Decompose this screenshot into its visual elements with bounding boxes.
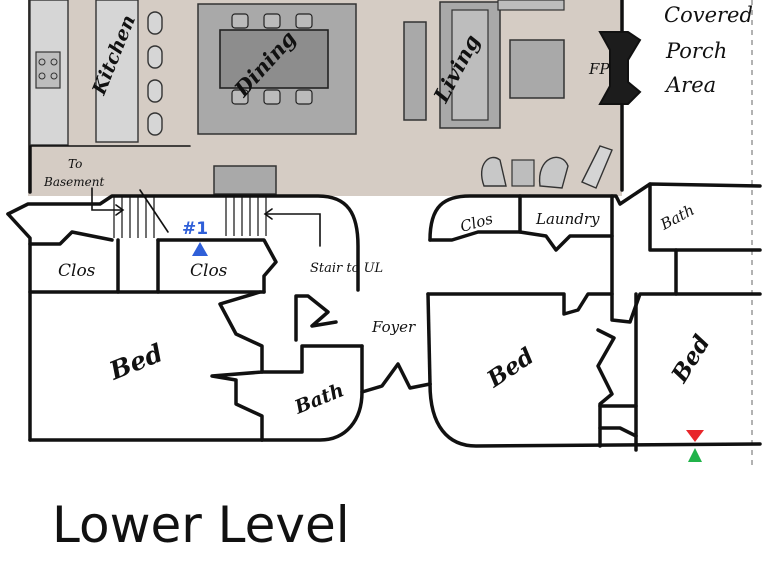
label-porch-line3: Area: [664, 73, 716, 97]
wall-right-closet-low: [598, 404, 638, 438]
viewpoint-label: #1: [182, 219, 208, 239]
wall-bed-left-right: [210, 290, 264, 442]
wall-right-wing-bottom: [428, 382, 762, 448]
viewpoint-marker-green: [688, 448, 702, 462]
stair-landing: [213, 165, 277, 195]
coffee-table: [509, 39, 565, 99]
dining-table: [219, 29, 329, 89]
dining-chair: [295, 13, 313, 29]
room-label-bed-center: Bed: [481, 343, 539, 394]
viewpoint-marker-blue: [192, 242, 208, 256]
bar-stool: [147, 45, 163, 69]
stove-burner: [50, 72, 58, 80]
wall-right-mid: [426, 292, 614, 316]
wall-foyer-left: [360, 362, 432, 394]
label-foyer: Foyer: [371, 318, 416, 336]
room-label-closet-center: Clos: [190, 261, 228, 281]
label-to-basement-line1: To: [68, 157, 82, 171]
wall-right-closets: [428, 194, 522, 242]
stove-burner: [38, 58, 46, 66]
fireplace-hearth: [598, 31, 642, 105]
bar-stool: [147, 79, 163, 103]
level-title: Lower Level: [52, 496, 350, 554]
wall-bath-closet: [294, 294, 338, 342]
wall-right-divider: [610, 194, 762, 324]
room-label-laundry: Laundry: [535, 210, 600, 228]
console: [497, 0, 565, 11]
side-table: [403, 21, 427, 121]
wall-laundry-bottom: [518, 230, 614, 252]
sofa-seat: [451, 9, 489, 121]
wall-closet-top: [156, 238, 278, 294]
room-label-bath-center: Bath: [291, 379, 347, 419]
room-label-bath-top-right: Bath: [657, 201, 698, 234]
wall-closet-row: [28, 230, 114, 246]
basement-arrow: [91, 187, 123, 211]
wall-right-wing-left: [426, 292, 432, 386]
basement-arrow-head: [115, 204, 125, 216]
wall-right-closet: [596, 328, 616, 448]
label-fireplace: FP: [588, 60, 610, 78]
wall-right-wing-top: [428, 182, 762, 242]
patio-table: [511, 159, 535, 187]
lounge-chair: [581, 145, 613, 189]
room-label-closet-left: Clos: [58, 261, 96, 281]
label-porch-line1: Covered: [664, 3, 753, 27]
dining-chair: [263, 89, 281, 105]
kitchen-stove: [35, 51, 61, 89]
label-to-basement-line2: Basement: [43, 175, 104, 189]
dining-chair: [231, 89, 249, 105]
bar-stool: [147, 11, 163, 35]
dining-chair: [263, 13, 281, 29]
dining-chair: [231, 13, 249, 29]
label-porch-line2: Porch: [665, 39, 727, 63]
stair-arrow: [265, 213, 321, 247]
armchair: [481, 156, 507, 187]
wall-left-wing-top: [6, 194, 360, 292]
stove-burner: [38, 72, 46, 80]
wall-bath-right: [648, 182, 762, 252]
room-label-bed-right: Bed: [666, 330, 716, 388]
viewpoint-marker-red: [686, 430, 704, 442]
stairs-hatching: [113, 196, 267, 238]
dining-chair: [295, 89, 313, 105]
stair-arrow-head: [263, 208, 273, 220]
wall-left-wing-outer: [6, 212, 32, 442]
label-stair-to-ul: Stair to UL: [310, 261, 383, 276]
room-label-bed-left: Bed: [104, 338, 166, 386]
armchair: [539, 156, 569, 189]
stove-burner: [50, 58, 58, 66]
wall-bath-center: [260, 344, 364, 374]
bar-stool: [147, 112, 163, 136]
kitchen-island: [95, 0, 139, 143]
